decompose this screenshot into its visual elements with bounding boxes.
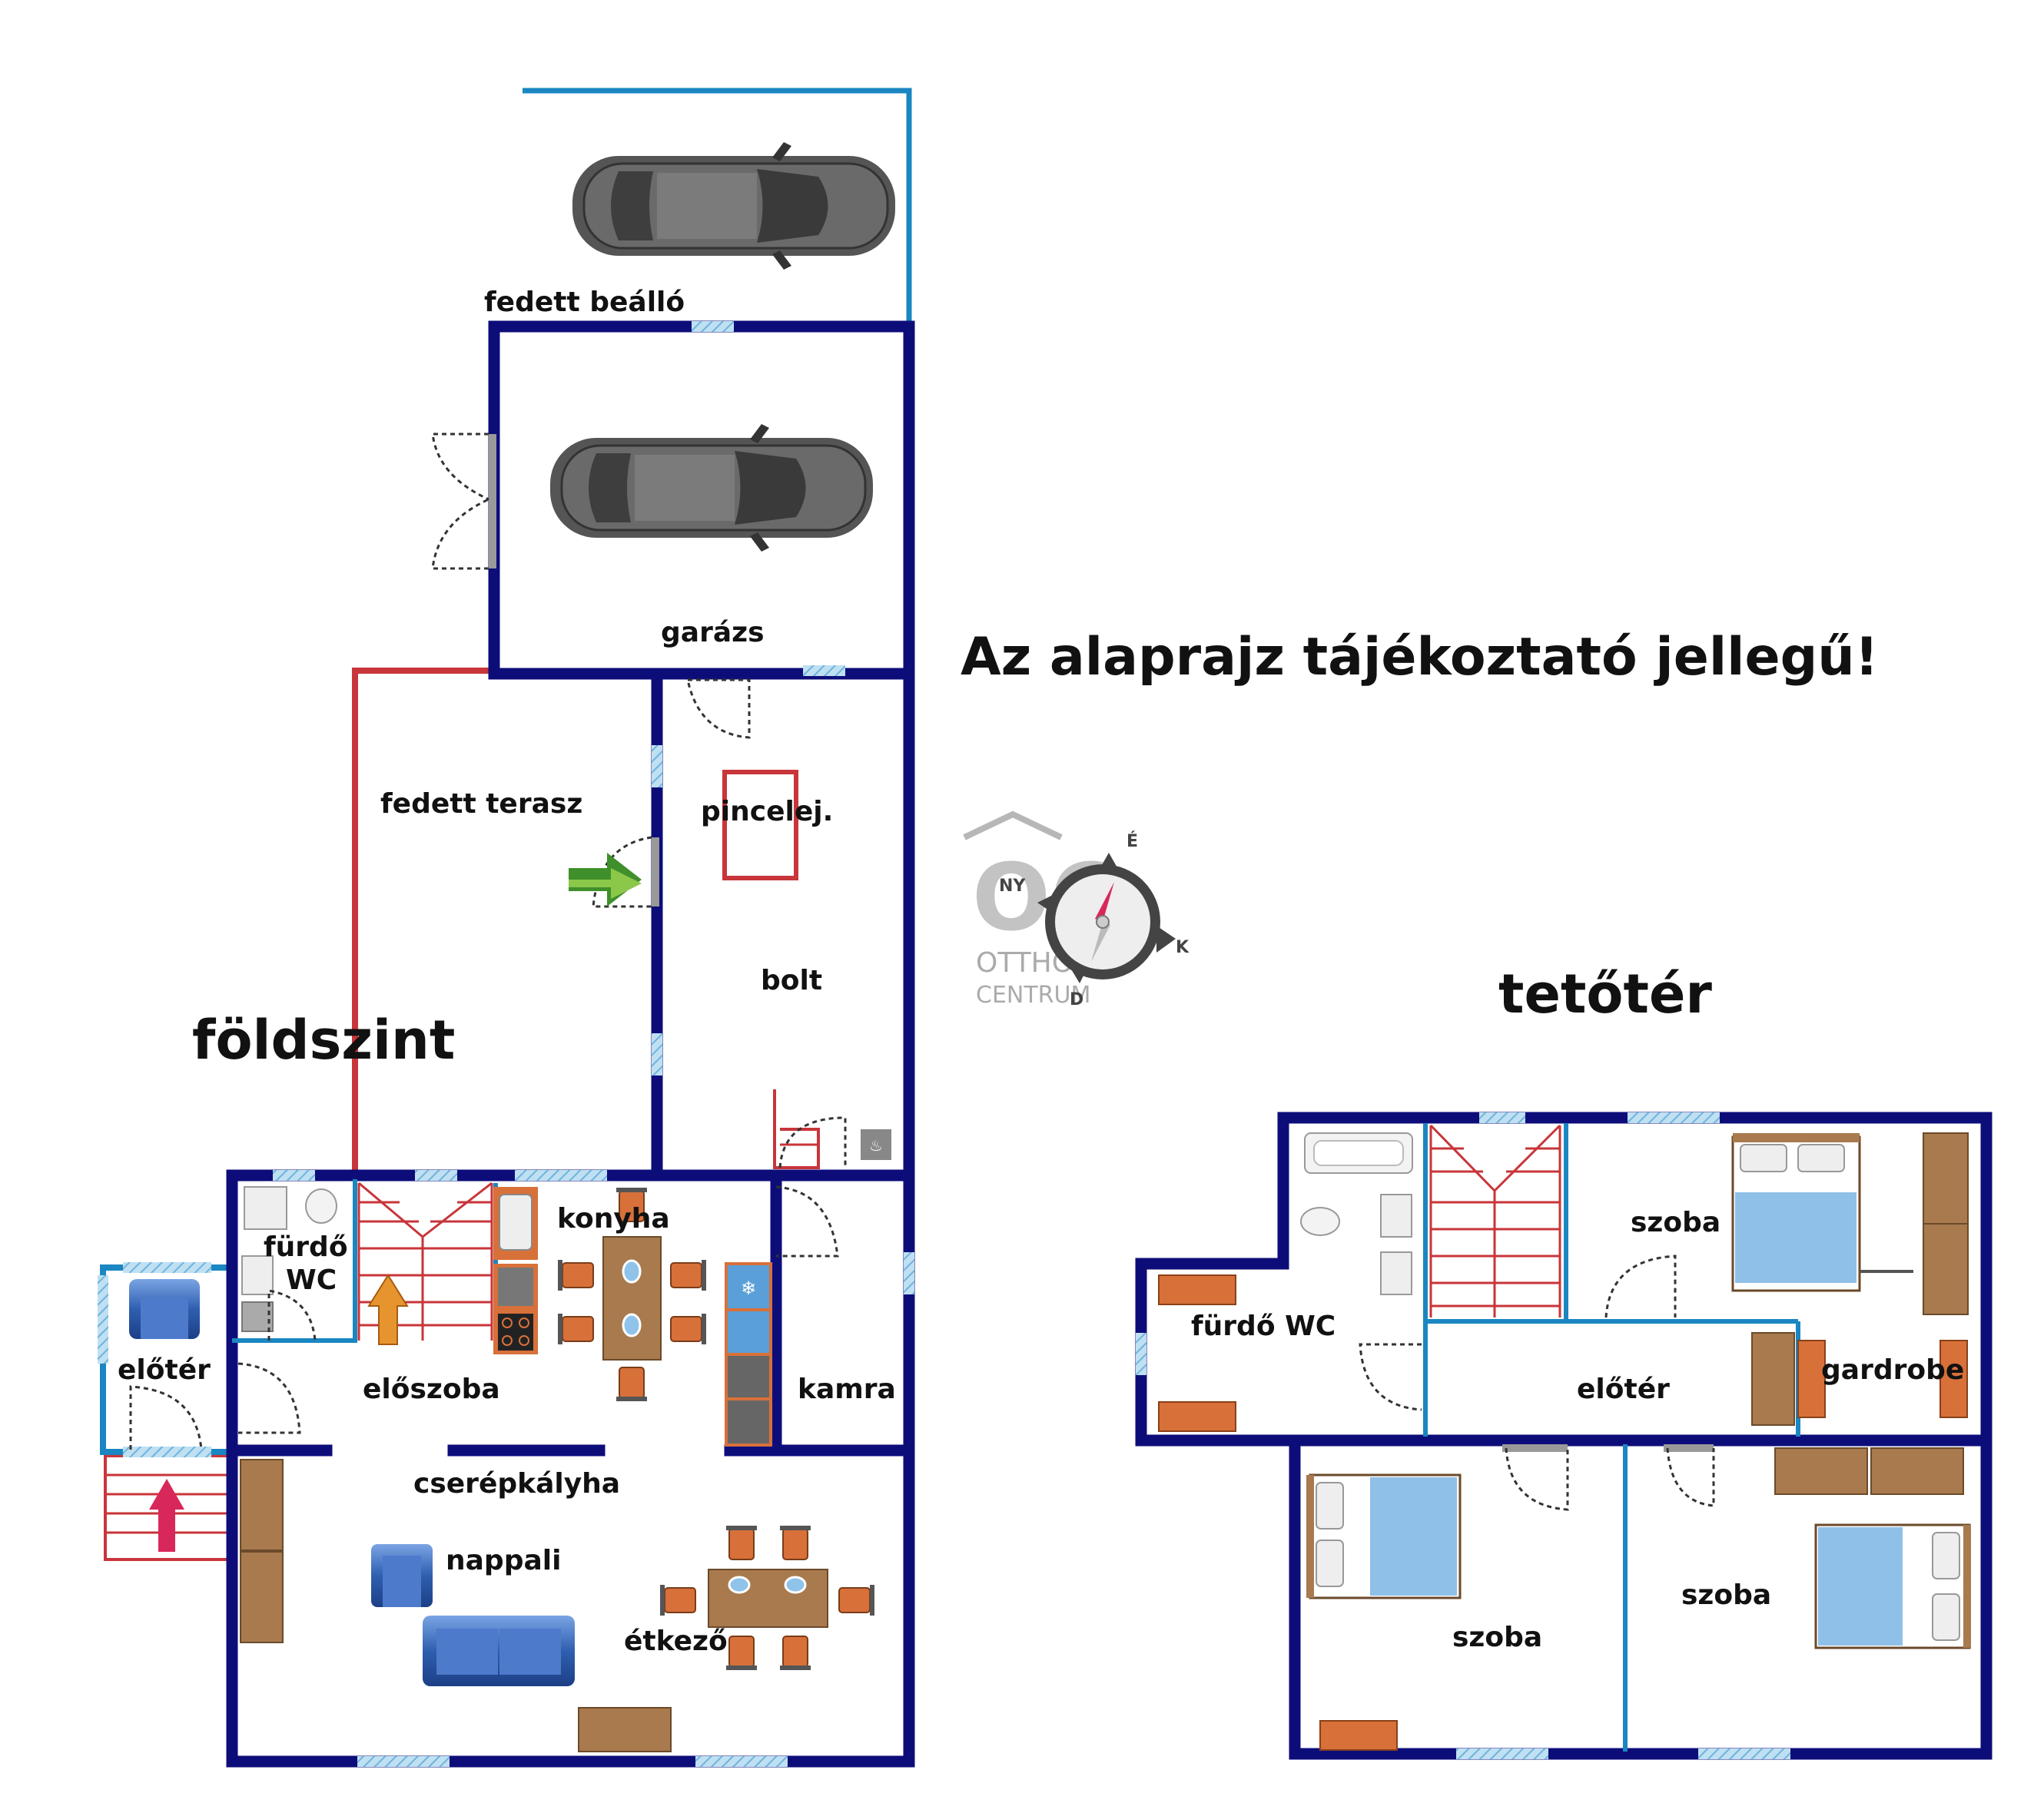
compass-east: K (1176, 938, 1190, 957)
label-pantry: kamra (798, 1374, 896, 1405)
label-wc: WC (286, 1264, 337, 1296)
compass-west: NY (999, 877, 1026, 896)
terrace-door (569, 836, 659, 908)
label-attic-room2: szoba (1452, 1622, 1542, 1653)
label-bath: fürdő (264, 1231, 348, 1263)
terrace-outline (352, 668, 489, 1172)
attic-room3-furniture (1664, 1444, 1971, 1649)
dining-table (659, 1525, 875, 1671)
label-cellar: pincelej. (701, 796, 833, 827)
hall-door (237, 1362, 301, 1434)
entry-stairs (104, 1454, 230, 1561)
cellar-hatch (722, 770, 798, 880)
ground-walls (226, 320, 915, 1768)
label-stove: cserépkályha (413, 1468, 620, 1500)
label-shop: bolt (761, 965, 822, 996)
attic-bath-fixtures (1158, 1132, 1422, 1432)
compass-icon: É K D NY (999, 831, 1190, 1009)
car-garage (549, 423, 874, 553)
wardrobe-furniture (1751, 1332, 1968, 1426)
attic-floor-title: tetőtér (1498, 963, 1712, 1026)
stair-up-arrow (367, 1274, 409, 1345)
label-terrace: fedett terasz (380, 788, 582, 820)
svg-text:♨: ♨ (869, 1136, 883, 1155)
label-attic-room3: szoba (1681, 1579, 1771, 1611)
carport-line (523, 88, 912, 326)
compass-south: D (1070, 990, 1083, 1009)
living-furniture (240, 1459, 672, 1752)
pantry-door (775, 1185, 839, 1258)
kitchen-counter: ❄ (493, 1187, 772, 1447)
entry-armchair (129, 1279, 200, 1339)
attic-windows (1136, 1112, 1790, 1759)
ground-floor-title: földszint (192, 1009, 455, 1072)
notice-text: Az alaprajz tájékoztató jellegű! (961, 627, 1879, 688)
attic-staircase (1429, 1124, 1561, 1317)
label-hall: előszoba (363, 1374, 500, 1405)
attic-floor (1135, 1112, 1993, 1760)
label-attic-bath: fürdő WC (1191, 1311, 1336, 1342)
attic-room1-furniture (1604, 1132, 1969, 1318)
ground-floor: ♨ (98, 88, 915, 1768)
label-wardrobe: gardrobe (1821, 1354, 1964, 1386)
entry-door (129, 1385, 203, 1450)
shop-door-top (686, 678, 751, 739)
car-carport (571, 141, 897, 271)
label-carport: fedett beálló (484, 287, 685, 318)
compass-north: É (1127, 831, 1138, 851)
label-entry: előtér (118, 1354, 211, 1386)
bath-fixtures (241, 1186, 337, 1341)
svg-text:❄: ❄ (741, 1278, 756, 1299)
attic-room2-furniture (1306, 1444, 1569, 1751)
shop-stair: ♨ (773, 1089, 891, 1169)
label-garage: garázs (661, 617, 765, 648)
ground-windows (98, 321, 914, 1767)
attic-walls (1135, 1112, 1993, 1760)
garage-side-door (431, 433, 496, 570)
kitchen-table (557, 1187, 707, 1402)
label-kitchen: konyha (557, 1203, 670, 1235)
label-attic-hall: előtér (1577, 1374, 1670, 1405)
brand-line2: CENTRUM (976, 982, 1090, 1009)
label-living: nappali (446, 1545, 561, 1576)
label-dining: étkező (624, 1626, 728, 1657)
label-attic-room1: szoba (1631, 1207, 1720, 1238)
